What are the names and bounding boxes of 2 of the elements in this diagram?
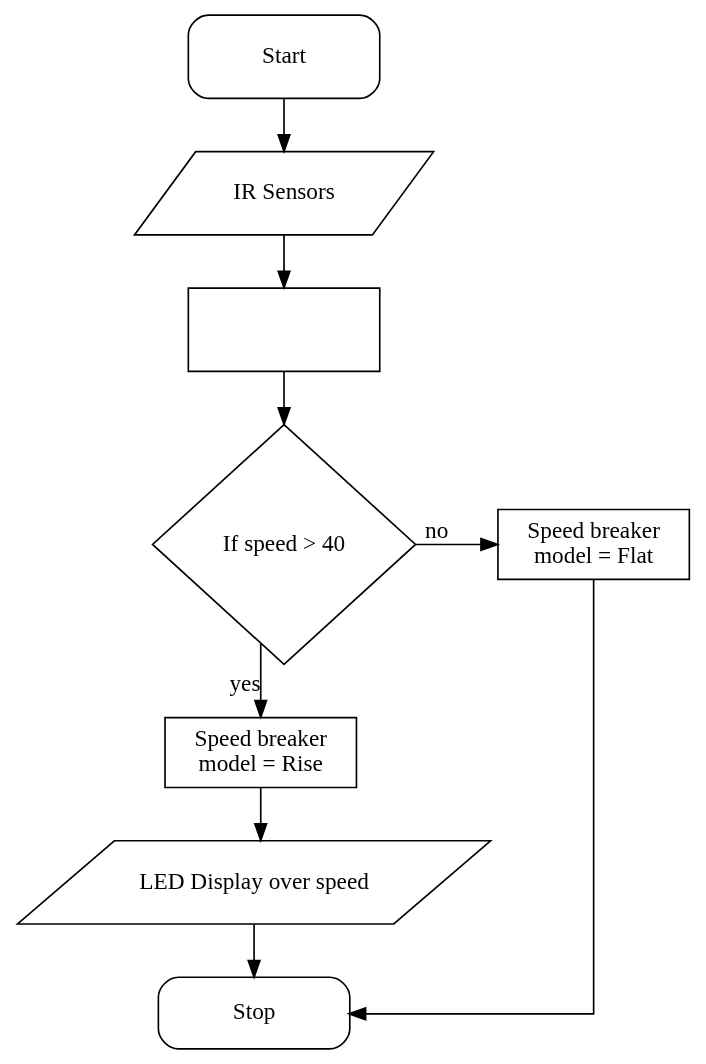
edge-label: no [424, 517, 448, 544]
edge-label: yes [228, 669, 260, 696]
